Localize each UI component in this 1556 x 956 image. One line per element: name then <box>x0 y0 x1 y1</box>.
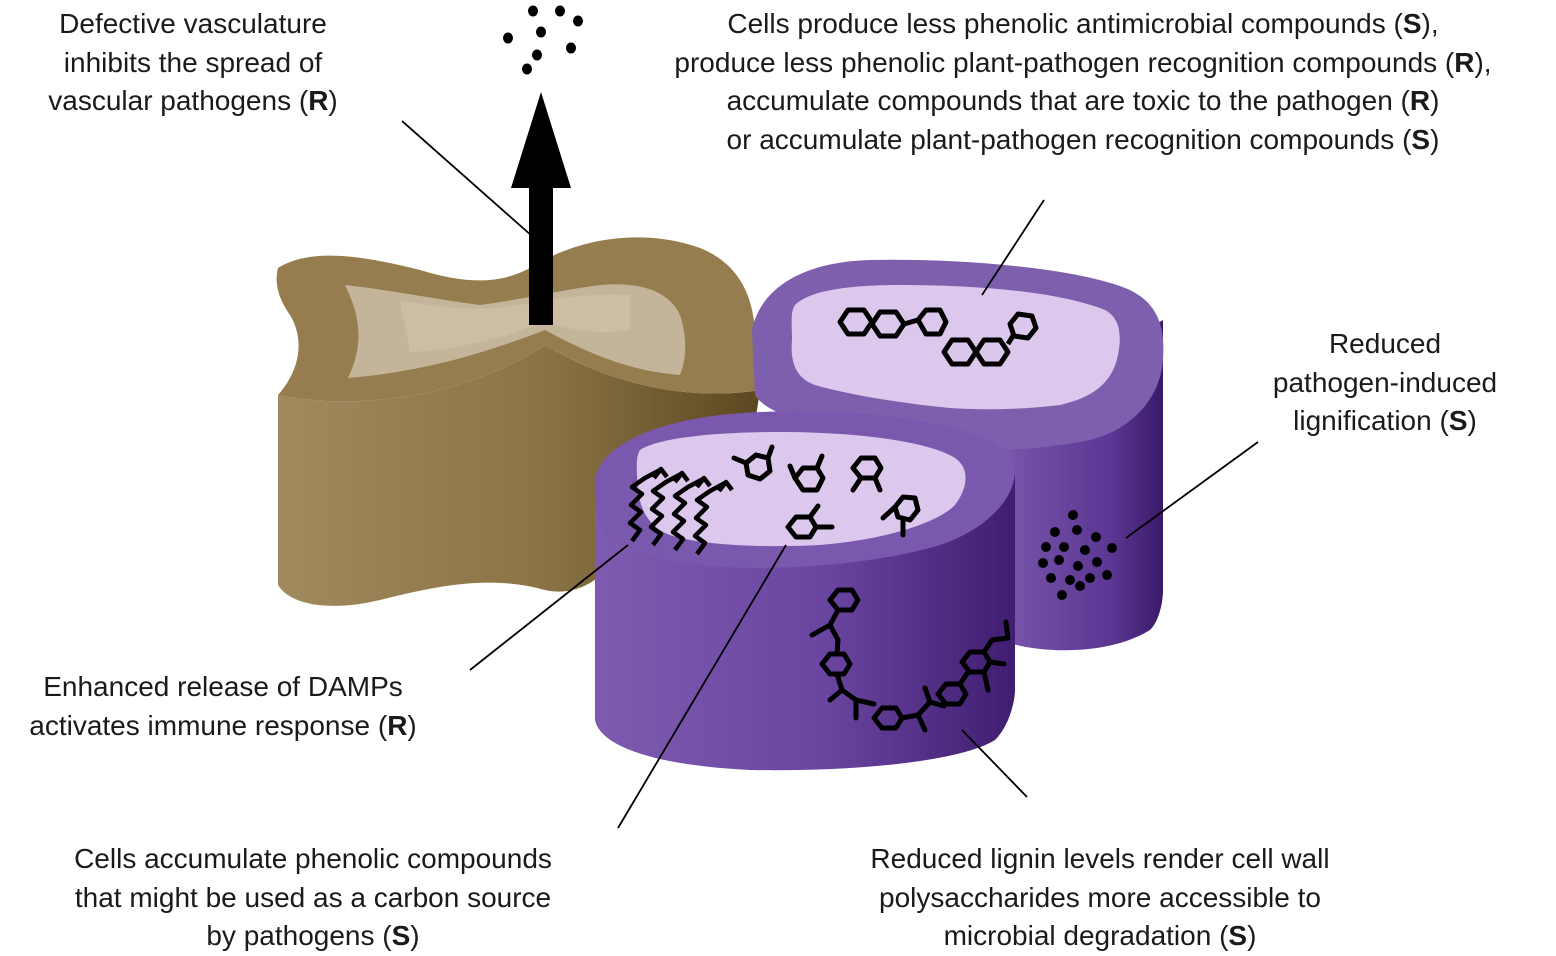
annotation-text: inhibits the spread of <box>63 46 323 78</box>
annotation-text: Reduced <box>1328 328 1442 359</box>
lignification-deposits <box>1038 510 1117 600</box>
annotation-suffix: ) <box>328 85 338 116</box>
susceptibility-tag: S <box>1228 920 1248 951</box>
resistance-tag: R <box>1409 85 1431 116</box>
annotation-damps: Enhanced release of DAMPs activates immu… <box>0 668 446 745</box>
annotation-line: Cells produce less phenolic antimicrobia… <box>603 5 1556 44</box>
resistance-tag: R <box>1454 46 1475 78</box>
susceptibility-tag: S <box>1448 405 1468 436</box>
front-cell-phenolic-monomers <box>731 444 921 540</box>
leader-phenolic-compounds <box>981 199 1045 296</box>
resistance-tag: R <box>387 709 408 741</box>
damp-release-squiggles <box>627 466 734 556</box>
pathogen-spread-arrow <box>511 92 571 325</box>
vessel-side-wall <box>278 345 760 606</box>
annotation-text: pathogen-induced <box>1272 366 1498 398</box>
leader-lignification <box>1125 441 1259 539</box>
annotation-suffix: ) <box>1430 123 1440 155</box>
annotation-line: vascular pathogens (R) <box>0 82 386 121</box>
annotation-line: by pathogens (S) <box>0 917 626 956</box>
annotation-line: Enhanced release of DAMPs <box>0 668 446 707</box>
annotation-line: inhibits the spread of <box>0 44 386 83</box>
leader-damps <box>469 544 629 671</box>
annotation-text: vascular pathogens ( <box>48 85 309 116</box>
annotation-text: that might be used as a carbon source <box>74 881 552 913</box>
annotation-text: or accumulate plant-pathogen recognition… <box>726 123 1412 155</box>
annotation-line: that might be used as a carbon source <box>0 879 626 918</box>
annotation-text: produce less phenolic plant-pathogen rec… <box>674 46 1455 78</box>
annotation-text: polysaccharides more accessible to <box>879 881 1321 913</box>
annotation-line: Reduced <box>1240 325 1530 364</box>
annotation-defective-vasculature: Defective vasculature inhibits the sprea… <box>0 5 386 121</box>
annotation-line: produce less phenolic plant-pathogen rec… <box>603 44 1556 83</box>
susceptibility-tag: S <box>391 920 411 951</box>
annotation-text: Cells produce less phenolic antimicrobia… <box>727 8 1403 39</box>
front-cell <box>594 411 1015 771</box>
annotation-lignin-levels: Reduced lignin levels render cell wall p… <box>790 840 1410 956</box>
annotation-text: Reduced lignin levels render cell wall <box>870 843 1330 874</box>
annotation-text: activates immune response ( <box>29 709 388 741</box>
lignin-polymer <box>809 587 1011 733</box>
susceptibility-tag: S <box>1402 8 1422 39</box>
leader-vasculature <box>401 120 533 237</box>
annotation-line: pathogen-induced <box>1240 364 1530 403</box>
annotation-text: by pathogens ( <box>206 920 392 951</box>
annotation-suffix: ) <box>1430 85 1440 116</box>
annotation-suffix: ), <box>1421 8 1439 39</box>
back-cell <box>752 259 1164 651</box>
annotation-lignification: Reduced pathogen-induced lignification (… <box>1240 325 1530 441</box>
annotation-text: Enhanced release of DAMPs <box>43 671 403 702</box>
annotation-line: Cells accumulate phenolic compounds <box>0 840 626 879</box>
annotation-text: microbial degradation ( <box>943 920 1229 951</box>
annotation-text: Defective vasculature <box>59 8 327 39</box>
annotation-line: Defective vasculature <box>0 5 386 44</box>
annotation-suffix: ) <box>1467 405 1477 436</box>
annotation-line: activates immune response (R) <box>0 707 446 746</box>
annotation-line: accumulate compounds that are toxic to t… <box>603 82 1556 121</box>
resistance-tag: R <box>308 85 329 116</box>
annotation-phenolic-compounds: Cells produce less phenolic antimicrobia… <box>603 5 1556 159</box>
back-cell-phenolic-molecules <box>837 307 1039 367</box>
annotation-carbon-source: Cells accumulate phenolic compounds that… <box>0 840 626 956</box>
annotation-suffix: ) <box>407 709 417 741</box>
leader-carbon-source <box>617 544 787 829</box>
annotation-line: lignification (S) <box>1240 402 1530 441</box>
annotation-text: lignification ( <box>1293 405 1449 436</box>
annotation-text: accumulate compounds that are toxic to t… <box>726 85 1410 116</box>
annotation-line: or accumulate plant-pathogen recognition… <box>603 121 1556 160</box>
arrow-head <box>511 92 571 188</box>
vessel-lumen-inner-shadow <box>400 294 630 352</box>
leader-lines <box>401 120 1259 829</box>
annotation-suffix: ) <box>1247 920 1257 951</box>
annotation-suffix: ) <box>410 920 420 951</box>
annotation-suffix: ), <box>1474 46 1492 78</box>
annotation-line: polysaccharides more accessible to <box>790 879 1410 918</box>
vascular-pathogen-particles <box>503 5 583 75</box>
defective-vessel <box>276 237 760 606</box>
annotation-text: Cells accumulate phenolic compounds <box>74 843 552 874</box>
arrow-shaft <box>529 180 553 325</box>
annotation-line: Reduced lignin levels render cell wall <box>790 840 1410 879</box>
annotation-line: microbial degradation (S) <box>790 917 1410 956</box>
susceptibility-tag: S <box>1411 123 1431 155</box>
back-cell-lumen <box>791 285 1120 410</box>
leader-lignin-levels <box>961 729 1028 798</box>
